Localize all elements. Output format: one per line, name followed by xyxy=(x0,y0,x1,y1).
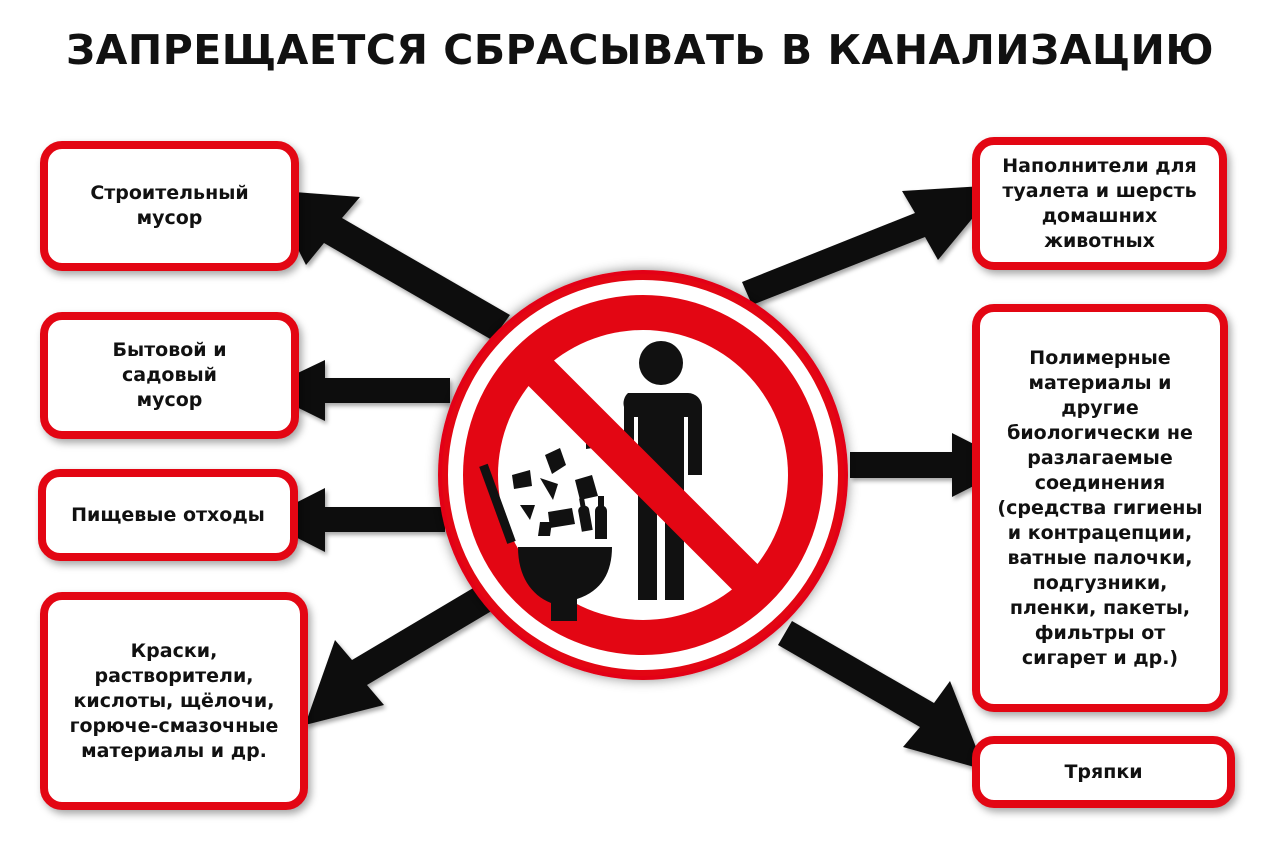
item-paints-chemicals: Краски, растворители, кислоты, щёлочи, г… xyxy=(40,592,308,810)
item-litter-pet-hair: Наполнители для туалета и шерсть домашни… xyxy=(972,137,1227,270)
item-polymer-materials: Полимерные материалы и другие биологичес… xyxy=(972,304,1228,712)
arrow-rags xyxy=(778,621,985,770)
item-household-garden-waste: Бытовой и садовый мусор xyxy=(40,312,299,439)
arrow-food xyxy=(262,488,445,552)
page-title: ЗАПРЕЩАЕТСЯ СБРАСЫВАТЬ В КАНАЛИЗАЦИЮ xyxy=(66,26,1214,74)
arrow-litter xyxy=(742,185,1000,305)
item-food-waste: Пищевые отходы xyxy=(38,469,298,561)
item-rags: Тряпки xyxy=(972,736,1235,808)
item-construction-waste: Строительный мусор xyxy=(40,141,299,271)
arrow-construction xyxy=(268,190,510,340)
arrow-paints xyxy=(305,578,505,725)
arrow-household xyxy=(262,360,450,421)
